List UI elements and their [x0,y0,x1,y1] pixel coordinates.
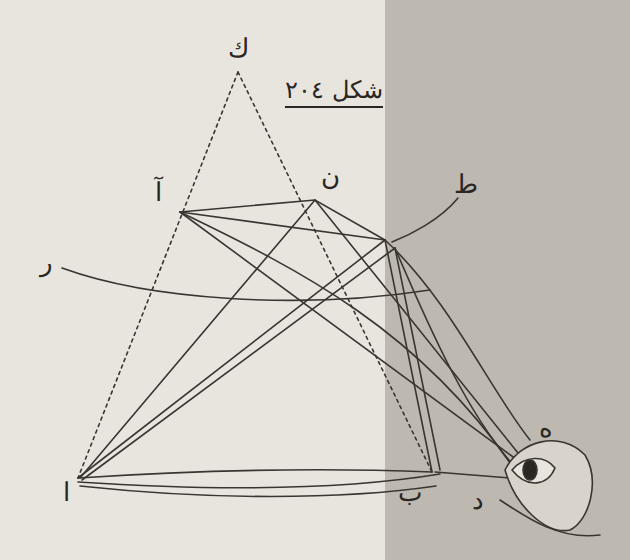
arc [62,268,430,300]
point-letter: ن [321,163,340,189]
eyelid [500,500,600,536]
dashed-line [78,72,238,478]
ray [78,240,385,478]
base-edge [80,486,436,497]
point-letter: ب [398,479,422,505]
ray [385,240,530,440]
base-edge [78,474,440,488]
ray [435,472,510,478]
point-letter: ا [63,479,70,505]
ray [82,248,395,480]
pupil [523,460,537,480]
top-edge [180,212,385,240]
dashed-line [238,72,432,472]
eye [512,458,555,483]
ray [80,200,315,478]
ray [180,212,520,462]
ray [395,248,518,470]
ray [315,200,522,458]
point-letter: ه [539,415,553,441]
eye [505,441,592,531]
leader-line [392,198,458,242]
point-letter: د [472,487,484,513]
point-letter: آ [155,179,162,205]
point-letter: ط [454,171,478,197]
point-letter: ك [228,35,249,61]
point-letter: ر [40,249,53,275]
figure-title: شكل ٢٠٤ [285,78,383,108]
base-edge [78,470,432,478]
side-edge [385,240,432,472]
